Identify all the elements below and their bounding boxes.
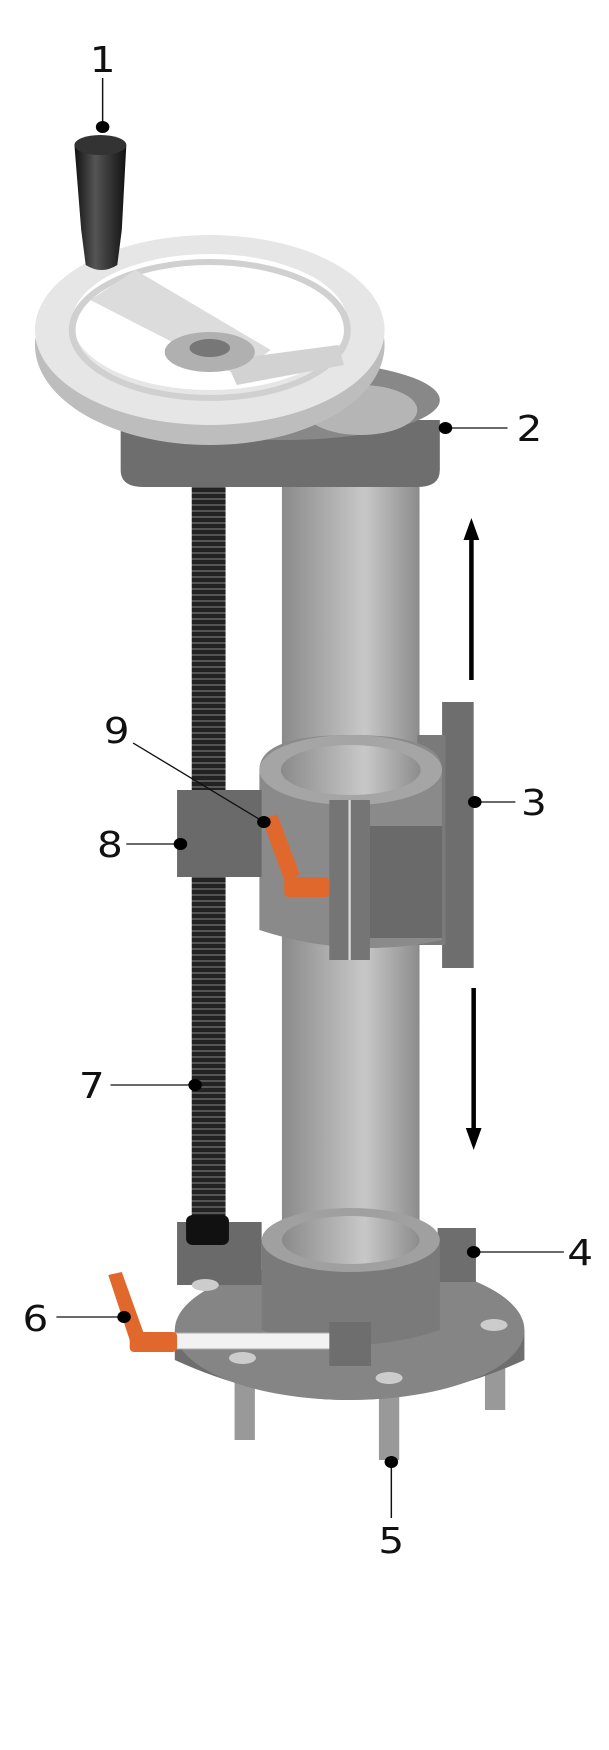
callout-1: 1: [90, 39, 116, 133]
base-clamp-lever: [108, 1272, 178, 1352]
callout-6: 6: [23, 1298, 131, 1340]
callout-number: 3: [521, 782, 547, 824]
handwheel: [34, 235, 385, 445]
callout-4: 4: [466, 1232, 593, 1274]
screw-nut-block: [177, 790, 262, 877]
base: [174, 1208, 525, 1460]
callout-number: 5: [378, 1520, 404, 1562]
callout-8: 8: [97, 824, 188, 866]
callout-3: 3: [468, 782, 547, 824]
callout-number: 2: [517, 408, 543, 450]
callout-5: 5: [378, 1456, 404, 1562]
callout-9: 9: [104, 710, 271, 828]
sliding-carriage: [259, 702, 474, 968]
down-arrow-icon: [465, 988, 482, 1150]
callout-number: 8: [97, 824, 123, 866]
callout-number: 4: [567, 1232, 593, 1274]
up-arrow-icon: [463, 518, 480, 680]
callout-7: 7: [79, 1065, 202, 1107]
crank-knob: [74, 135, 127, 270]
callout-number: 6: [23, 1298, 49, 1340]
callout-number: 9: [104, 710, 130, 752]
callout-number: 1: [90, 39, 116, 81]
callout-number: 7: [79, 1065, 105, 1107]
callout-2: 2: [438, 408, 543, 450]
carriage-clamp-lever: [261, 815, 330, 897]
